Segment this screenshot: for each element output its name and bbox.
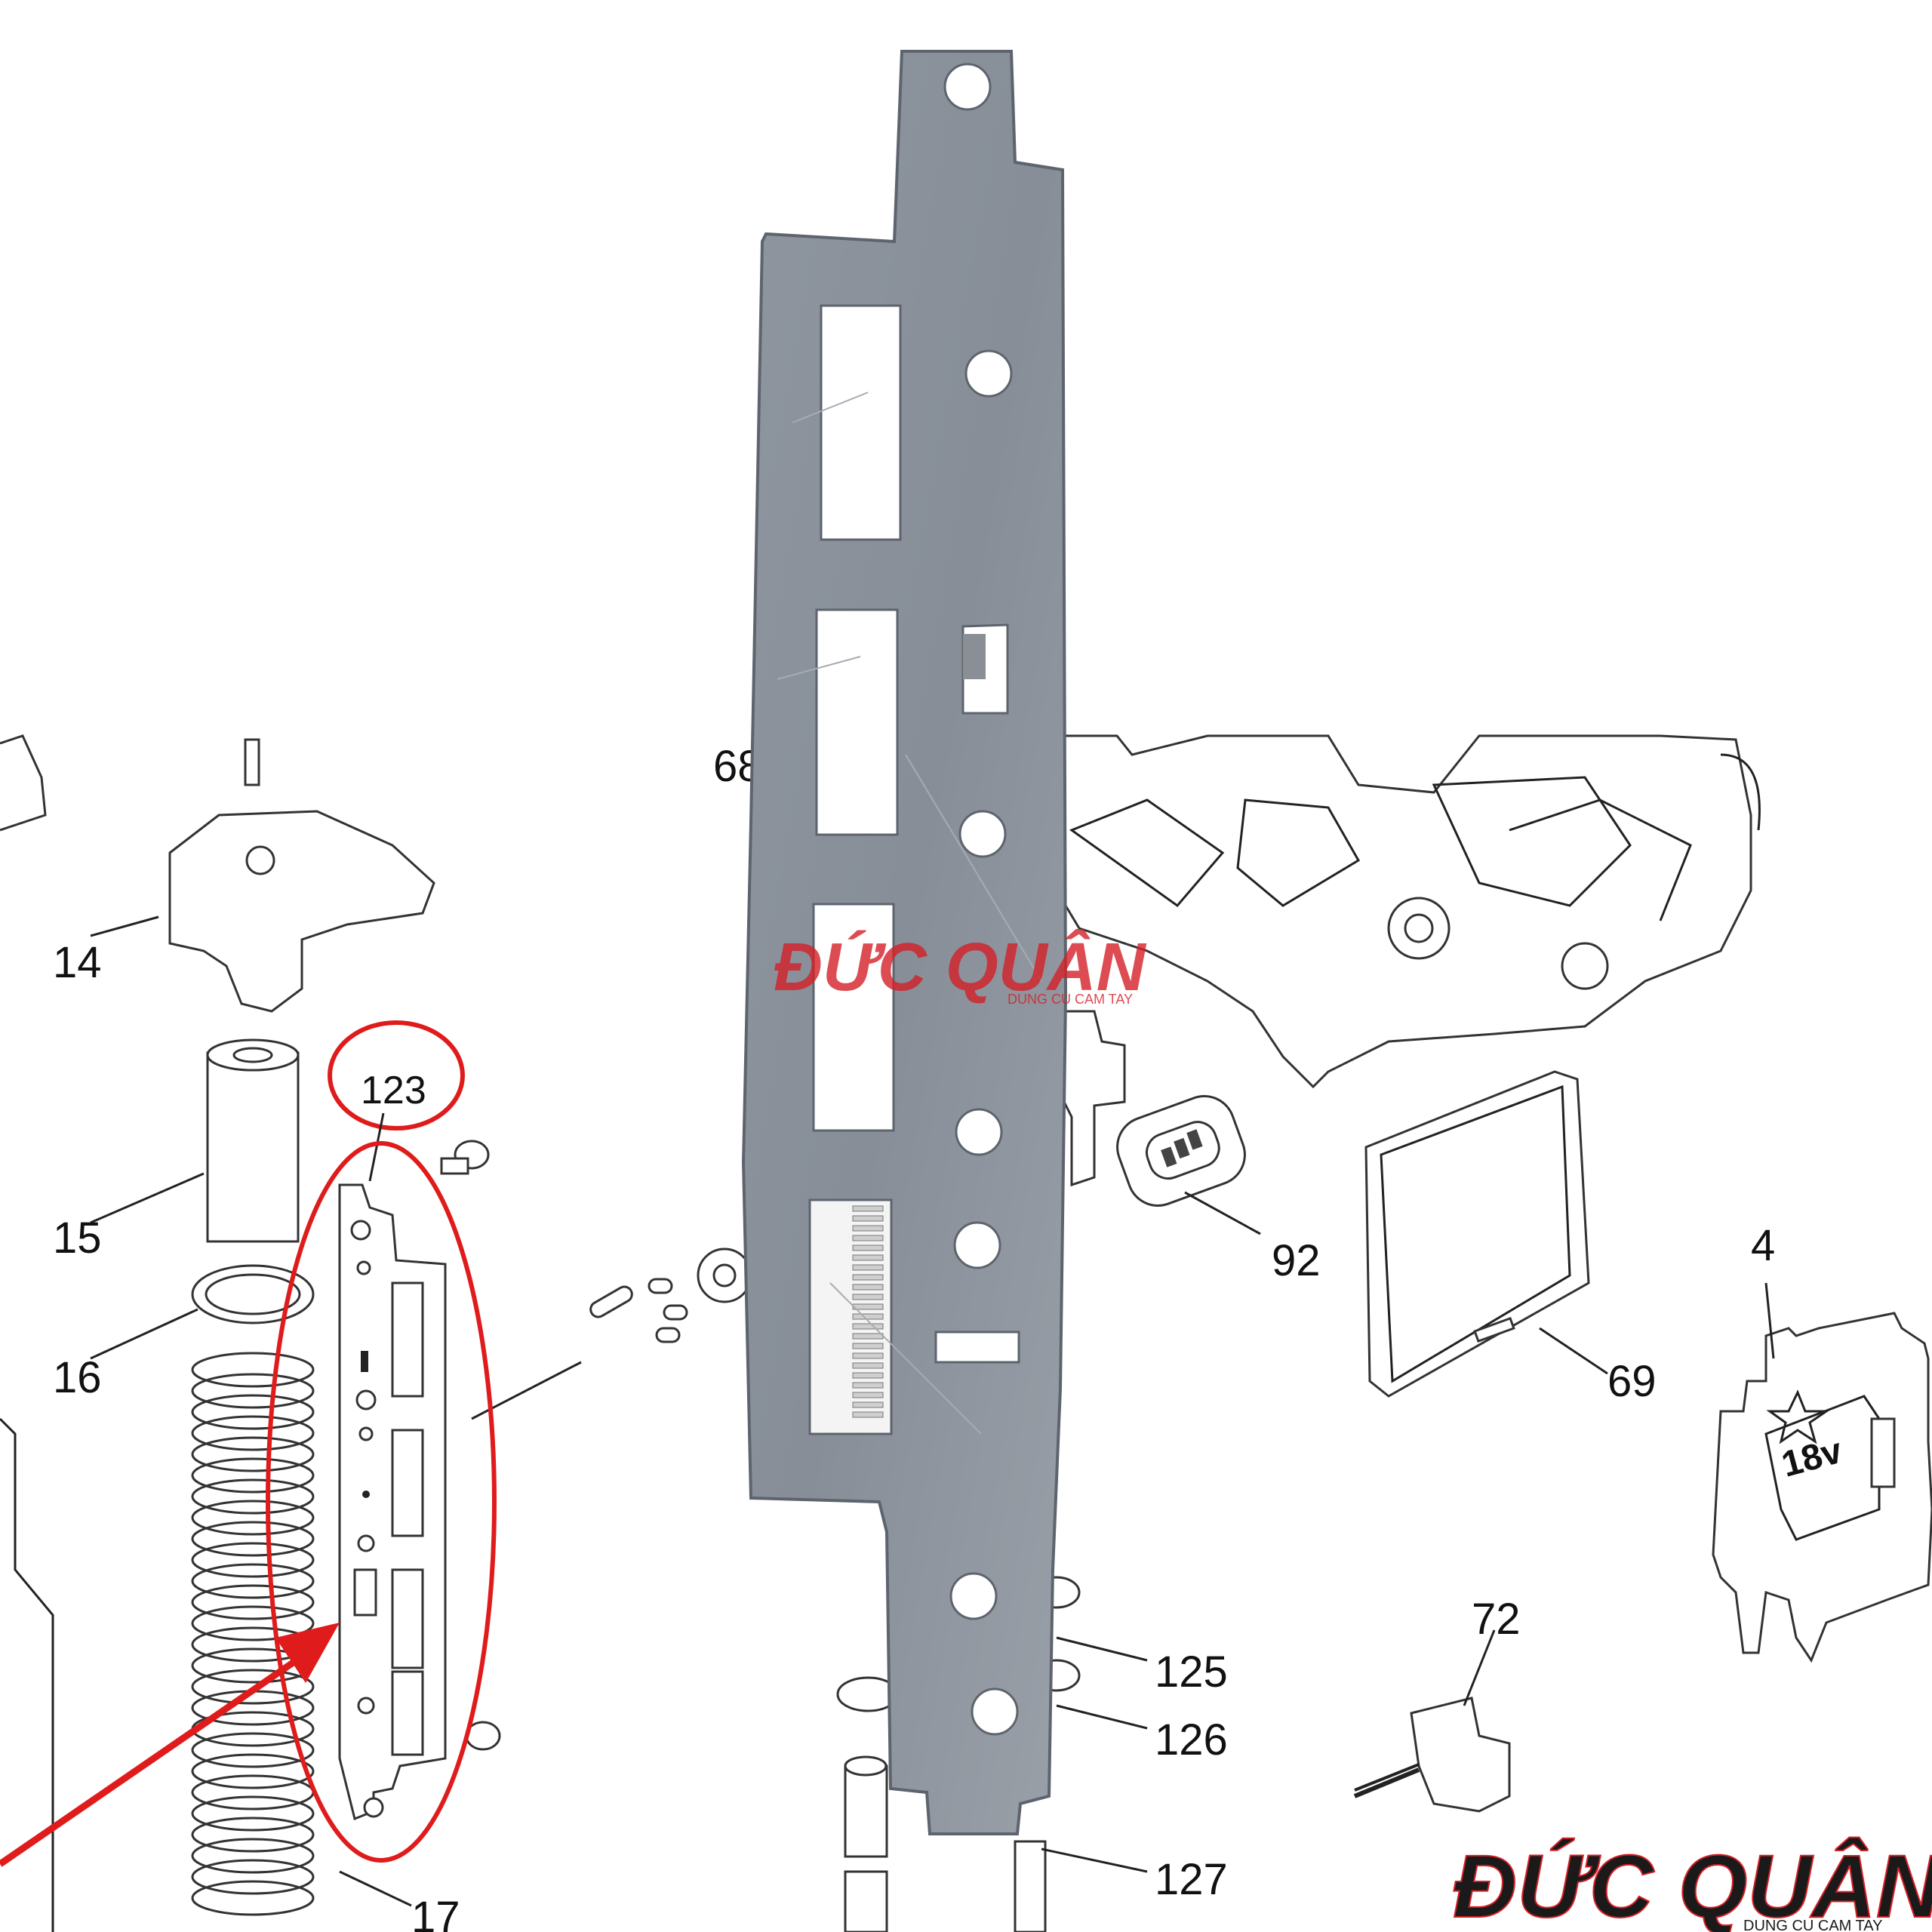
watermark-brand: ĐỨC QUÂN xyxy=(774,928,1147,1005)
spring-coil xyxy=(191,1774,315,1810)
label-4: 4 xyxy=(1751,1221,1775,1270)
rack-tooth xyxy=(852,1323,884,1330)
watermark-tagline: DUNG CU CAM TAY xyxy=(1008,992,1133,1007)
spring-coil xyxy=(191,1859,315,1895)
pins-cluster xyxy=(589,1247,752,1343)
logo-brand: ĐỨC QUÂN xyxy=(1453,1836,1932,1932)
rack-tooth xyxy=(852,1264,884,1271)
label-123: 123 xyxy=(361,1069,426,1112)
part-123-plate-drawing xyxy=(338,1183,447,1821)
rack-tooth xyxy=(852,1411,884,1418)
rack-tooth xyxy=(852,1343,884,1349)
highlight-ellipse-plate xyxy=(266,1141,497,1863)
part-fragment-top-left xyxy=(0,734,47,832)
part-69-cover xyxy=(1364,1070,1590,1398)
label-126: 126 xyxy=(1155,1715,1228,1764)
spring-coil xyxy=(191,1753,315,1789)
rack-tooth xyxy=(852,1254,884,1261)
part-15-sleeve xyxy=(206,1038,300,1243)
spring-coil xyxy=(191,1795,315,1832)
rack-tooth xyxy=(852,1401,884,1408)
housing-body xyxy=(1055,734,1761,1089)
spring-coil xyxy=(191,1478,315,1515)
rack-tooth xyxy=(852,1382,884,1389)
red-arrow xyxy=(0,1623,340,1867)
rack-tooth xyxy=(852,1372,884,1379)
part-72-switch xyxy=(1353,1697,1511,1813)
rack-tooth xyxy=(852,1294,884,1300)
highlight-circle-123 xyxy=(328,1020,465,1131)
label-127: 127 xyxy=(1155,1855,1228,1904)
spring-coil xyxy=(191,1373,315,1409)
spring-coil xyxy=(191,1605,315,1641)
spring-coil xyxy=(191,1563,315,1599)
housing-edge-left xyxy=(0,1417,54,1932)
rack-tooth xyxy=(852,1225,884,1232)
spring-coil xyxy=(191,1352,315,1388)
metal-plate-photo xyxy=(741,50,1068,1835)
spring-coil xyxy=(191,1415,315,1451)
label-72: 72 xyxy=(1472,1595,1521,1644)
spring-coil xyxy=(191,1732,315,1768)
label-69: 69 xyxy=(1607,1357,1657,1406)
spring-coil xyxy=(191,1436,315,1472)
rack-tooth xyxy=(852,1313,884,1320)
part-16-washer xyxy=(191,1264,315,1324)
rack-tooth xyxy=(852,1333,884,1340)
spring-coil xyxy=(191,1838,315,1874)
part-4-terminal-block: 18v xyxy=(1712,1312,1932,1663)
spring-coil xyxy=(191,1521,315,1557)
rack-tooth xyxy=(852,1284,884,1291)
watermark: ĐỨC QUÂN DUNG CU CAM TAY xyxy=(774,928,1147,1007)
rack-tooth xyxy=(852,1392,884,1398)
rack-tooth xyxy=(852,1244,884,1251)
brand-logo: ĐỨC QUÂN DUNG CU CAM TAY xyxy=(1452,1835,1932,1932)
label-15: 15 xyxy=(53,1214,102,1263)
label-92: 92 xyxy=(1272,1236,1321,1285)
rack-tooth xyxy=(852,1352,884,1359)
spring-coil xyxy=(191,1880,315,1916)
logo-tagline: DUNG CU CAM TAY xyxy=(1743,1918,1882,1932)
rack-tooth xyxy=(852,1303,884,1310)
spring-coil xyxy=(191,1542,315,1578)
label-14: 14 xyxy=(53,938,102,987)
rack-tooth xyxy=(852,1205,884,1212)
rack-tooth xyxy=(852,1362,884,1369)
housing-tab-part xyxy=(1063,1010,1126,1187)
part-17-spring xyxy=(191,1352,315,1916)
spring-coil xyxy=(191,1500,315,1536)
rack-tooth xyxy=(852,1274,884,1281)
label-17: 17 xyxy=(411,1893,460,1932)
rack-tooth xyxy=(852,1215,884,1222)
rack-tooth xyxy=(852,1235,884,1241)
part-14-bracket xyxy=(168,738,435,1013)
spring-coil xyxy=(191,1457,315,1494)
small-screw xyxy=(440,1140,490,1175)
spring-coil xyxy=(191,1584,315,1620)
gear-rack-through-slot xyxy=(852,1205,884,1418)
spring-coil xyxy=(191,1394,315,1430)
label-125: 125 xyxy=(1155,1647,1228,1697)
spring-coil xyxy=(191,1817,315,1853)
spring-coil xyxy=(191,1669,315,1705)
part-92-grommet xyxy=(1116,1095,1246,1207)
label-16: 16 xyxy=(53,1353,102,1402)
